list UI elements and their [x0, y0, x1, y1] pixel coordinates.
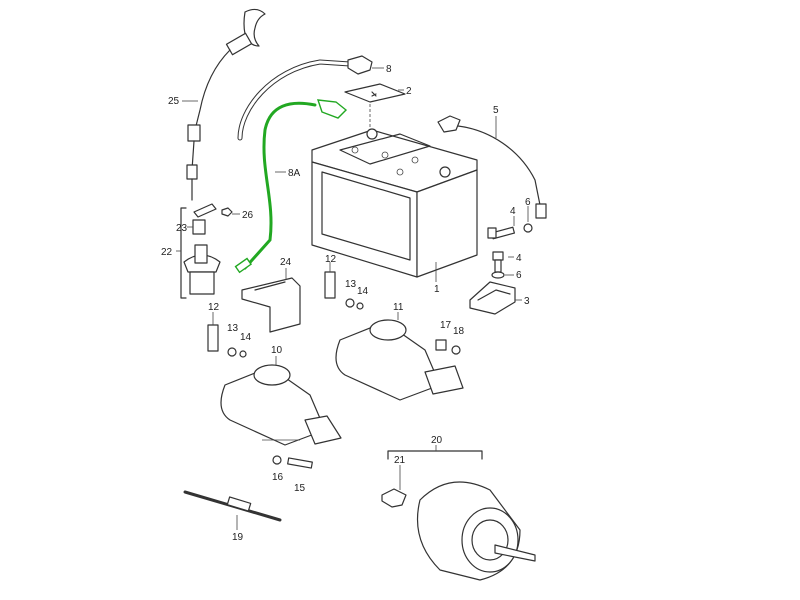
callout-6-lower: 6	[516, 270, 522, 281]
bracket-3[interactable]	[469, 281, 522, 315]
cable-25[interactable]	[182, 8, 266, 201]
callout-17: 17	[440, 320, 452, 331]
callout-5: 5	[493, 105, 499, 116]
starter-motor-11[interactable]	[335, 312, 464, 401]
callout-14-lower: 14	[240, 332, 252, 343]
callout-12-upper: 12	[325, 254, 337, 265]
callout-3: 3	[524, 296, 530, 307]
callout-12-lower: 12	[208, 302, 220, 313]
cable-5[interactable]	[437, 115, 547, 219]
callout-25: 25	[168, 96, 180, 107]
callout-4-upper: 4	[510, 206, 516, 217]
fastener-set-upper[interactable]	[324, 262, 364, 310]
callout-2: 2	[406, 86, 412, 97]
callout-19: 19	[232, 532, 244, 543]
callout-13-upper: 13	[345, 279, 357, 290]
pump-22-assembly[interactable]	[176, 203, 240, 299]
alternator-20[interactable]	[381, 445, 536, 581]
callout-26: 26	[242, 210, 254, 221]
callout-6-upper: 6	[525, 197, 531, 208]
callout-23: 23	[176, 223, 188, 234]
callout-21: 21	[394, 455, 406, 466]
callout-11: 11	[393, 302, 404, 313]
callout-18: 18	[453, 326, 465, 337]
bolt-4-washer-6[interactable]	[487, 206, 533, 279]
fastener-set-lower[interactable]	[207, 312, 247, 358]
ground-cable-8a[interactable]	[234, 99, 348, 274]
battery-1[interactable]	[311, 128, 478, 282]
callout-labels: 25 8 2 5 8A 26 23 22 24 12 13 14 1 4 6 4…	[161, 64, 531, 543]
callout-20: 20	[431, 435, 443, 446]
cable-19[interactable]	[183, 490, 282, 530]
terminal-cover-2[interactable]	[344, 83, 406, 130]
callout-13-lower: 13	[227, 323, 239, 334]
heat-shield-24[interactable]	[241, 268, 301, 333]
cable-8[interactable]	[237, 55, 384, 141]
callout-16: 16	[272, 472, 284, 483]
callout-24: 24	[280, 257, 292, 268]
callout-1: 1	[434, 284, 440, 295]
callout-8a: 8A	[288, 168, 301, 179]
callout-15: 15	[294, 483, 306, 494]
callout-10: 10	[271, 345, 283, 356]
callout-14-upper: 14	[357, 286, 369, 297]
starter-motor-10[interactable]	[220, 356, 342, 469]
callout-8: 8	[386, 64, 392, 75]
callout-4-lower: 4	[516, 253, 522, 264]
callout-22: 22	[161, 247, 173, 258]
